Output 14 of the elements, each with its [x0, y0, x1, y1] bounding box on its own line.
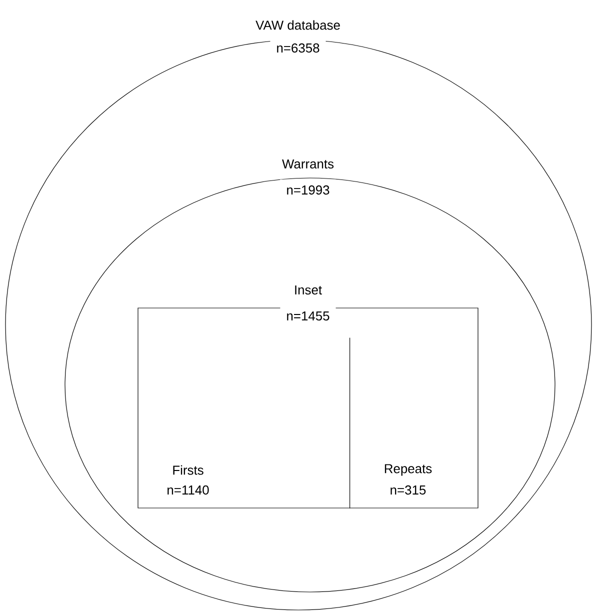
count-label: n=6358 — [270, 37, 326, 59]
set-title: Repeats — [384, 464, 432, 476]
set-ellipse — [5, 40, 592, 610]
count-label: n=1140 — [168, 485, 209, 495]
set-title: VAW database — [250, 14, 346, 36]
count-label: n=1455 — [280, 305, 336, 327]
count-label: n=315 — [390, 485, 426, 495]
set-box — [138, 308, 478, 508]
set-title: Warrants — [276, 153, 340, 175]
set-ellipse — [64, 178, 556, 592]
node-text: Firsts n=1140 — [168, 465, 209, 495]
set-title: Inset — [288, 279, 328, 301]
count-label: n=1993 — [280, 179, 336, 201]
set-title: Firsts — [173, 465, 204, 475]
